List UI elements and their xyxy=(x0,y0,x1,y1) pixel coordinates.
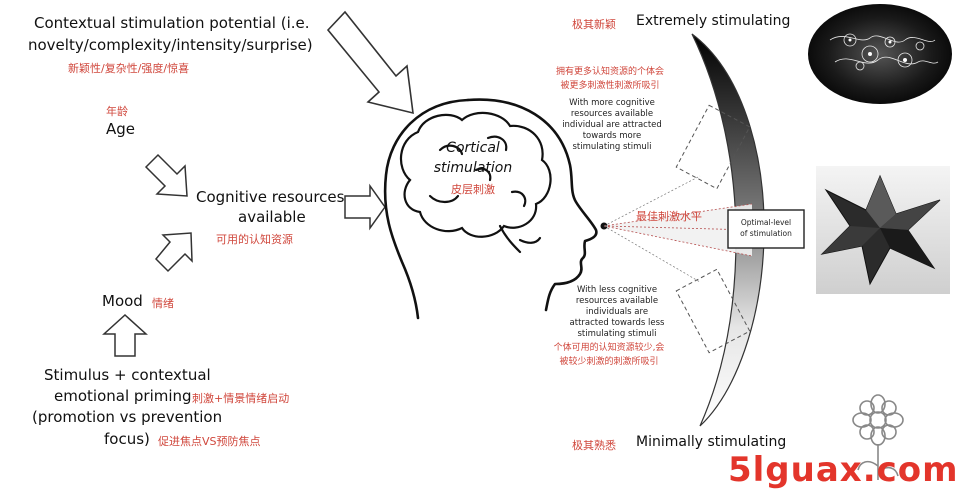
optimal-level-box xyxy=(727,209,805,249)
head-outline xyxy=(383,98,598,320)
dashed-box-less xyxy=(675,268,751,354)
arrow-mood-to-cognitive xyxy=(154,232,193,273)
less-note-line3: individuals are xyxy=(585,307,649,317)
dashed-box-more xyxy=(675,104,751,190)
optimal-level-line1: Optimal-level xyxy=(740,218,792,227)
bottom-level-cn: 极其熟悉 xyxy=(572,439,616,452)
cortical-label-line2: stimulation xyxy=(433,160,513,176)
stimulus-label-line4: focus) xyxy=(104,430,150,448)
less-note-line2: resources available xyxy=(575,296,659,306)
more-note-cn-line1: 拥有更多认知资源的个体会 xyxy=(555,67,664,77)
stimulus-label-cn-a: 刺激+情景情绪启动 xyxy=(192,392,290,405)
fractal-image xyxy=(808,4,952,104)
contextual-label-cn: 新颖性/复杂性/强度/惊喜 xyxy=(68,62,190,75)
cognitive-label-line2: available xyxy=(238,208,306,226)
bottom-level-label: Minimally stimulating xyxy=(636,434,787,450)
more-note-line4: towards more xyxy=(582,131,642,141)
less-note-line1: With less cognitive xyxy=(576,285,658,295)
optimal-level-line2: of stimulation xyxy=(740,229,792,238)
focal-beam xyxy=(600,175,753,283)
stimulus-label-cn-b: 促进焦点VS预防焦点 xyxy=(158,435,261,448)
less-note-line5: stimulating stimuli xyxy=(577,329,657,339)
arrow-stimulus-to-mood xyxy=(102,313,148,357)
age-label-cn: 年龄 xyxy=(106,105,128,118)
less-note-cn-line2: 被较少刺激的刺激所吸引 xyxy=(559,357,659,367)
less-note-cn-line1: 个体可用的认知资源较少,会 xyxy=(553,343,665,353)
cortical-label-line1: Cortical xyxy=(446,140,500,156)
cognitive-label-cn: 可用的认知资源 xyxy=(216,233,293,246)
optimal-level-cn: 最佳刺激水平 xyxy=(636,210,702,223)
more-note-line2: resources available xyxy=(570,109,654,119)
mood-label: Mood xyxy=(102,292,143,310)
more-note-line5: stimulating stimuli xyxy=(572,142,652,152)
contextual-label-line1: Contextual stimulation potential (i.e. xyxy=(34,14,310,32)
arrow-age-to-cognitive xyxy=(144,153,188,197)
less-note-line4: attracted towards less xyxy=(569,318,665,328)
arrow-contextual-to-brain xyxy=(326,10,414,115)
more-note-cn-line2: 被更多刺激性刺激所吸引 xyxy=(560,81,660,91)
stellated-polyhedron-image xyxy=(816,166,950,294)
mood-label-cn: 情绪 xyxy=(152,297,174,310)
contextual-label-line2: novelty/complexity/intensity/surprise) xyxy=(28,36,313,54)
age-label: Age xyxy=(106,120,136,138)
stimulation-spectrum-crescent xyxy=(691,33,765,427)
cognitive-label-line1: Cognitive resources xyxy=(196,188,345,206)
cortical-label-cn: 皮层刺激 xyxy=(451,183,495,196)
top-level-label: Extremely stimulating xyxy=(636,13,791,29)
watermark: 5lguax.com xyxy=(728,450,959,490)
flower-doodle xyxy=(852,394,904,480)
brain-icon xyxy=(399,111,552,254)
arrow-cognitive-to-brain xyxy=(344,183,386,231)
stimulus-label-line2: emotional priming xyxy=(54,387,192,405)
more-note-line1: With more cognitive xyxy=(569,98,655,108)
stimulus-label-line3: (promotion vs prevention xyxy=(32,408,223,426)
top-level-cn: 极其新颖 xyxy=(572,18,616,31)
more-note-line3: individual are attracted xyxy=(562,120,662,130)
stimulus-label-line1: Stimulus + contextual xyxy=(44,366,211,384)
